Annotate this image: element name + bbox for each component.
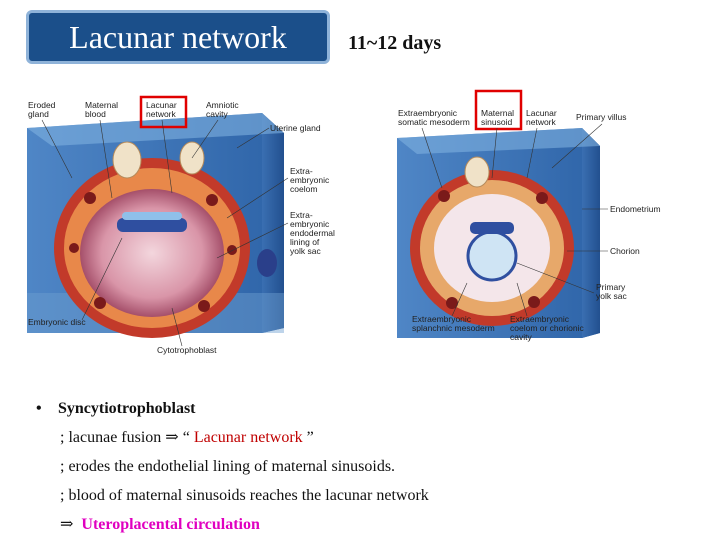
arrow-symbol: ⇒	[60, 516, 74, 533]
label-endodermal-lining: Extra-	[290, 210, 313, 220]
label-chorion: Chorion	[610, 246, 640, 256]
label-maternal-sinusoid: Maternal	[481, 108, 514, 118]
label-uterine-gland: Uterine gland	[270, 123, 321, 133]
label-primary-yolk-sac: Primary	[596, 282, 626, 292]
bullet-line-3: ; blood of maternal sinusoids reaches th…	[60, 487, 429, 504]
label-primary-villus: Primary villus	[576, 112, 627, 122]
left-yolk-sac	[80, 189, 224, 317]
right-primary-yolk-sac	[466, 230, 518, 282]
uteroplacental-term: Uteroplacental circulation	[81, 516, 260, 533]
lacunar-network-highlight	[139, 95, 188, 129]
label-chorionic-cavity: Extraembryonic	[510, 314, 570, 324]
maternal-sinusoid-highlight	[474, 89, 523, 131]
bullet-dot: •	[36, 400, 42, 417]
right-diagram	[397, 128, 600, 338]
page-title: Lacunar network	[69, 18, 287, 55]
label-embryonic-disc: Embryonic disc	[28, 317, 86, 327]
left-embryonic-disc	[117, 218, 187, 232]
bullet-section: • Syncytiotrophoblast ; lacunae fusion ⇒ …	[36, 394, 429, 539]
label-maternal-blood: Maternal	[85, 100, 118, 110]
label-endometrium: Endometrium	[610, 204, 661, 214]
bullet-heading: Syncytiotrophoblast	[58, 400, 196, 417]
page-subtitle: 11~12 days	[348, 32, 442, 54]
bullet-line-1: ; lacunae fusion ⇒ “ Lacunar network ”	[60, 429, 314, 446]
bullet-line-2: ; erodes the endothelial lining of mater…	[60, 458, 396, 475]
title-box: Lacunar network	[26, 10, 330, 64]
label-splanchnic-mesoderm: Extraembryonic	[412, 314, 472, 324]
lacunar-network-term: Lacunar network	[193, 429, 303, 446]
bullet-heading-row: • Syncytiotrophoblast	[36, 394, 429, 423]
left-diagram	[27, 113, 284, 338]
label-eroded-gland: Eroded	[28, 100, 56, 110]
bullet-line-4: ⇒ Uteroplacental circulation	[36, 510, 429, 539]
label-lacunar-network-right: Lacunar	[526, 108, 557, 118]
label-amniotic-cavity: Amniotic	[206, 100, 239, 110]
label-lacunar-network: Lacunar	[146, 100, 177, 110]
label-extraembryonic-coelom: Extra-	[290, 166, 313, 176]
label-somatic-mesoderm: Extraembryonic	[398, 108, 458, 118]
label-cytotrophoblast: Cytotrophoblast	[157, 345, 217, 355]
